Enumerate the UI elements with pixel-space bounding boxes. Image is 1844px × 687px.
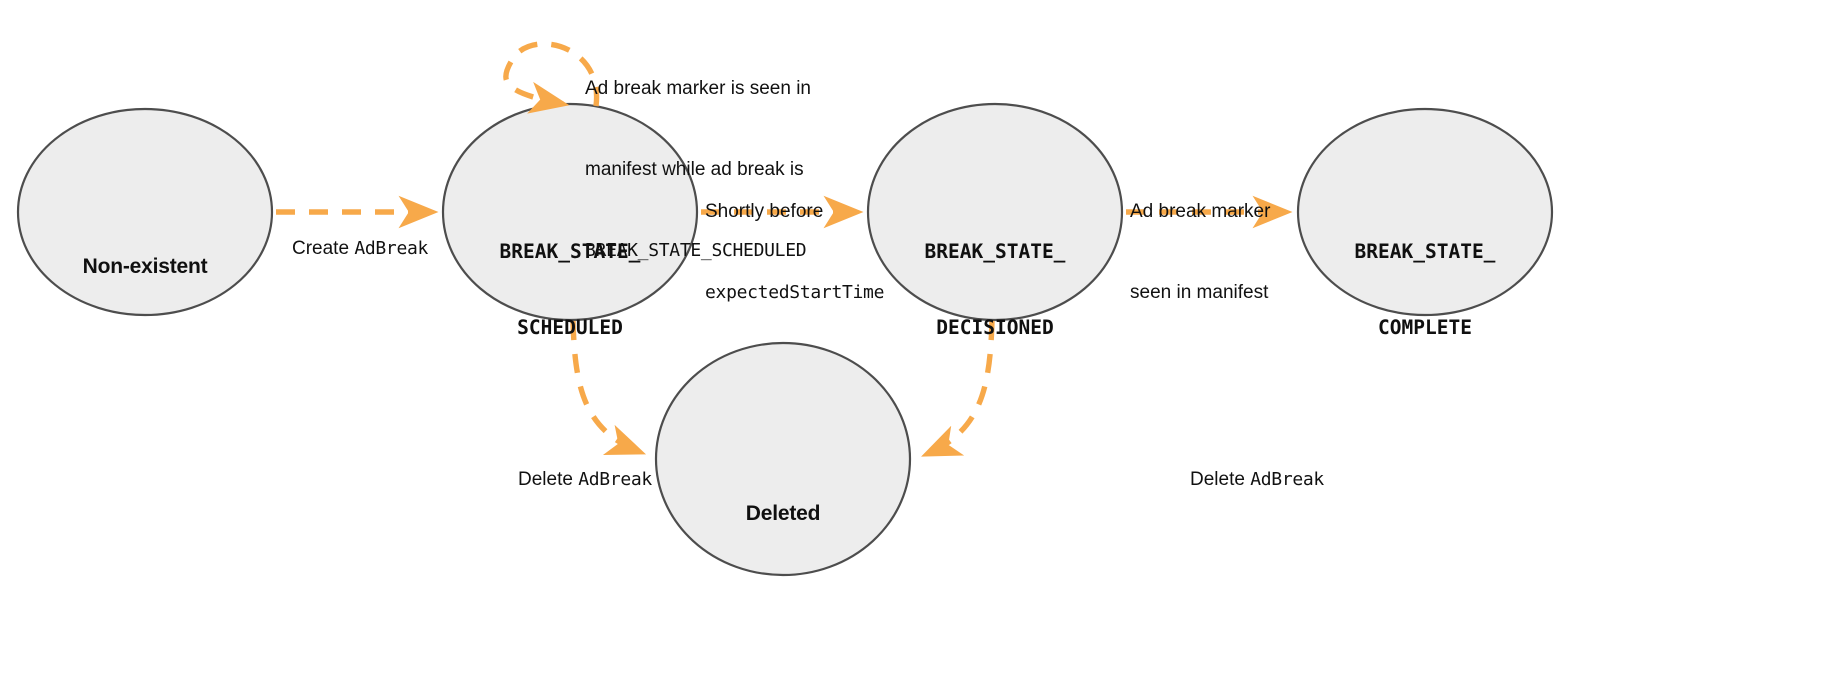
edge-delete-adbreak-from-decisioned[interactable]	[921, 320, 995, 457]
edge-delete-adbreak-from-scheduled[interactable]	[570, 320, 647, 456]
edge-ad-break-marker-scheduled-self-loop[interactable]	[503, 41, 600, 114]
node-shape-deleted	[654, 341, 912, 577]
node-break-state-scheduled[interactable]	[441, 102, 699, 322]
node-deleted[interactable]	[654, 341, 912, 577]
node-shape-non-existent	[16, 107, 274, 317]
node-shape-break-state-complete	[1296, 107, 1554, 317]
node-shape-break-state-decisioned	[866, 102, 1124, 322]
node-break-state-decisioned[interactable]	[866, 102, 1124, 322]
node-non-existent[interactable]	[16, 107, 274, 317]
node-break-state-complete[interactable]	[1296, 107, 1554, 317]
node-shape-break-state-scheduled	[441, 102, 699, 322]
